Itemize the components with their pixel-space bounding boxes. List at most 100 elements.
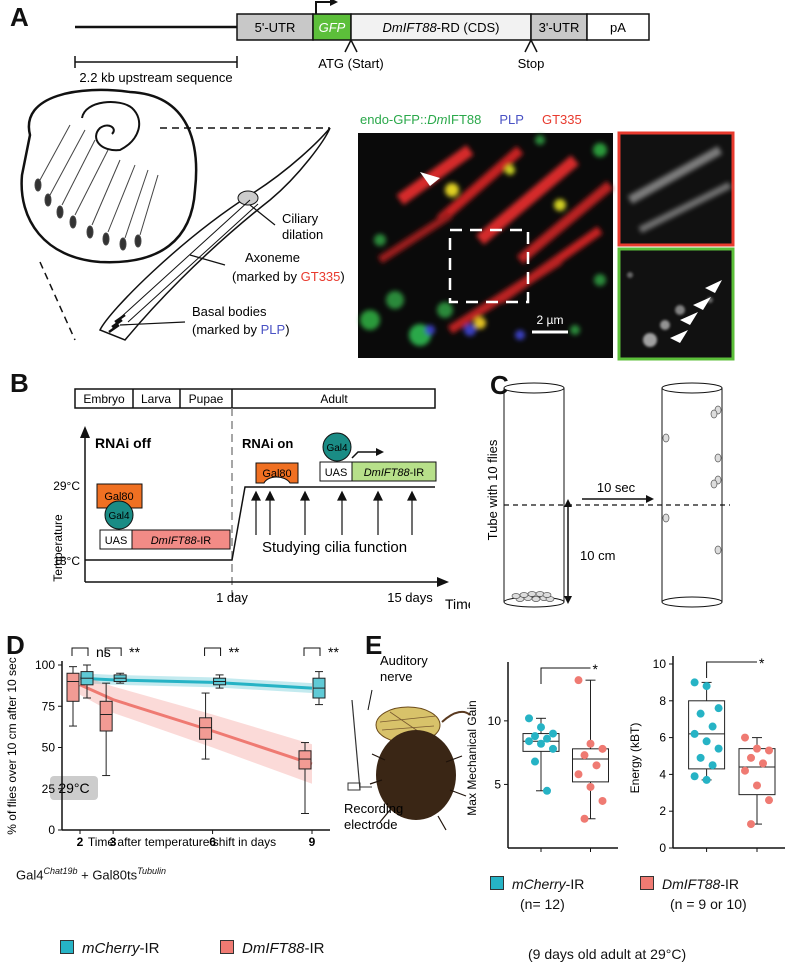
gfp-box xyxy=(312,13,352,41)
svg-text:Gal4: Gal4 xyxy=(108,511,130,522)
sig-bracket xyxy=(303,647,321,656)
temp-29: 29°C xyxy=(53,479,80,493)
x-tick-label: 3 xyxy=(110,835,117,849)
panel-a-diagram: 5'-UTR GFP DmIFT88-RD (CDS) 3'-UTR pA AT… xyxy=(20,0,735,361)
y-tick-label: 0 xyxy=(48,823,55,837)
electrode-label: electrode xyxy=(344,817,397,832)
stage-adult: Adult xyxy=(320,392,348,406)
y-tick-label: 10 xyxy=(653,657,667,671)
studying-label: Studying cilia function xyxy=(262,539,407,556)
time-axis-label: Time xyxy=(445,596,470,612)
y-tick-label: 100 xyxy=(35,658,55,672)
stop-label: Stop xyxy=(518,56,545,71)
data-point xyxy=(549,744,557,753)
svg-text:DmIFT88-IR: DmIFT88-IR xyxy=(151,535,212,547)
rnai-off-label: RNAi off xyxy=(95,435,151,451)
data-point xyxy=(580,814,589,823)
chart-d-ylabel: % of flies over 10 cm after 10 sec xyxy=(5,657,19,834)
data-point xyxy=(690,729,699,738)
sig-label: ** xyxy=(328,644,339,660)
y-tick-label: 5 xyxy=(494,777,501,791)
stage-pupae: Pupae xyxy=(189,392,224,406)
ciliary-label: Ciliary xyxy=(282,211,319,226)
scale-label: 2 µm xyxy=(537,313,564,327)
dilation-label: dilation xyxy=(282,227,323,242)
ten-cm-label: 10 cm xyxy=(580,548,615,563)
nerve-label: nerve xyxy=(380,669,413,684)
arrowhead-main xyxy=(420,172,440,186)
sig-bracket xyxy=(540,667,591,684)
arrowhead-1 xyxy=(670,330,688,343)
inset-gfp xyxy=(617,247,735,361)
temp-axis-label: Temperature xyxy=(51,514,65,582)
trend-line-0 xyxy=(79,676,313,690)
svg-text:UAS: UAS xyxy=(105,535,128,547)
stage-larva: Larva xyxy=(141,392,171,406)
data-point xyxy=(531,732,539,741)
sig-label: * xyxy=(593,661,599,677)
ten-sec-label: 10 sec xyxy=(597,480,636,495)
data-point xyxy=(765,746,773,755)
rnai-on-label: RNAi on xyxy=(242,436,293,451)
basal-label: Basal bodies xyxy=(192,304,267,319)
flies-climbed xyxy=(662,405,722,555)
cds-box xyxy=(350,13,532,41)
panel-a-letter: A xyxy=(10,2,29,32)
n-ift: (n = 9 or 10) xyxy=(670,896,747,912)
y-tick-label: 75 xyxy=(42,699,56,713)
n-cherry: (n= 12) xyxy=(520,896,565,912)
x-tick-label: 6 xyxy=(209,835,216,849)
panel-b-letter: B xyxy=(10,368,29,398)
trend-band-1 xyxy=(80,674,312,784)
sig-label: ** xyxy=(229,644,240,660)
ciliary-dilation xyxy=(237,190,259,206)
start-caret xyxy=(344,38,358,53)
axoneme-marker-label: (marked by GT335) xyxy=(232,269,345,284)
data-point xyxy=(714,744,723,753)
flies-bottom xyxy=(511,591,555,602)
data-point xyxy=(765,796,773,805)
sig-label: ns xyxy=(96,644,111,660)
svg-text:Gal80: Gal80 xyxy=(104,491,133,503)
upstream-label: 2.2 kb upstream sequence xyxy=(79,70,232,85)
y-tick-label: 6 xyxy=(659,731,666,745)
legend-ift-e: DmIFT88-IR xyxy=(640,876,739,892)
data-point xyxy=(574,770,583,779)
data-point xyxy=(525,714,533,723)
data-point xyxy=(696,753,705,762)
data-point xyxy=(702,775,711,784)
zoom-line-bottom xyxy=(39,261,76,341)
data-point xyxy=(747,753,755,762)
utr3-box xyxy=(530,13,588,41)
cds-label: DmIFT88-RD (CDS) xyxy=(383,20,500,35)
svg-text:Gal80: Gal80 xyxy=(262,468,291,480)
data-point xyxy=(531,757,539,766)
pa-box xyxy=(586,13,650,41)
data-point xyxy=(708,722,717,731)
y-tick-label: 25 xyxy=(42,782,56,796)
sig-label: ** xyxy=(129,644,140,660)
antenna-recording: Auditory nerve Recording electrode xyxy=(344,653,470,832)
promoter-arrow xyxy=(315,1,330,14)
data-point xyxy=(574,676,583,685)
zoom-box xyxy=(448,228,530,304)
basal-marker-label: (marked by PLP) xyxy=(192,322,290,337)
box xyxy=(199,717,213,740)
panel-e-letter: E xyxy=(365,630,383,660)
panel-b-diagram: Embryo Larva Pupae Adult 29°C 18°C Tempe… xyxy=(51,388,470,612)
data-point xyxy=(759,759,767,768)
temperature-trace xyxy=(85,486,435,561)
y-tick-label: 0 xyxy=(659,841,666,855)
study-arrows xyxy=(251,490,417,535)
data-point xyxy=(702,682,711,691)
y-tick-label: 8 xyxy=(659,694,666,708)
utr3-label: 3'-UTR xyxy=(539,20,580,35)
data-point xyxy=(714,704,723,713)
recording-label: Recording xyxy=(344,801,403,816)
data-point xyxy=(586,739,595,748)
y-tick-label: 4 xyxy=(659,767,666,781)
data-point xyxy=(592,761,601,770)
stage-embryo: Embryo xyxy=(83,392,125,406)
auditory-label: Auditory xyxy=(380,653,428,668)
